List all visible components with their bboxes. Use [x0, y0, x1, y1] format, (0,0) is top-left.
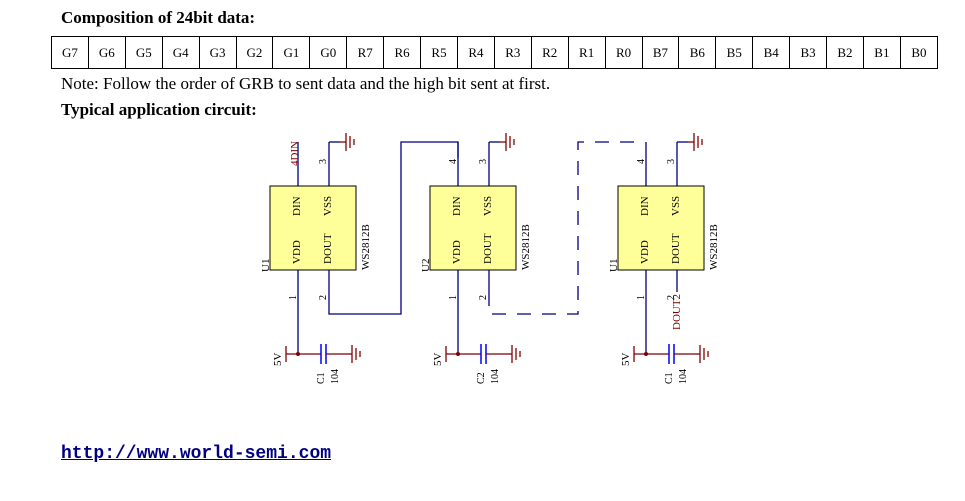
- junction-dot: [644, 352, 648, 356]
- chain-connection: [328, 141, 638, 315]
- chip-reference: U1: [608, 259, 620, 272]
- bit-cell: R4: [456, 36, 495, 69]
- vss-pin-name: VSS: [482, 196, 494, 216]
- vss-pin-name: VSS: [670, 196, 682, 216]
- bit-cell: R7: [346, 36, 385, 69]
- bit-cell: B6: [678, 36, 717, 69]
- junction-dot: [296, 352, 300, 356]
- chip-part-number: WS2812B: [520, 224, 532, 270]
- circuit-heading: Typical application circuit:: [61, 100, 257, 119]
- bit-cell: G6: [87, 36, 126, 69]
- bit-cell: R1: [567, 36, 606, 69]
- bit-cell: B7: [641, 36, 680, 69]
- pin-1-label: 1: [448, 295, 459, 300]
- bit-cell: B2: [826, 36, 864, 69]
- pin-4-label: 4: [636, 159, 647, 164]
- chip-part-number: WS2812B: [708, 224, 720, 270]
- dout2-net-label: DOUT2: [671, 294, 683, 330]
- capacitor-reference: C1: [316, 372, 327, 384]
- dout-pin-name: DOUT: [482, 233, 494, 264]
- capacitor-reference: C1: [664, 372, 675, 384]
- pin-2-label: 2: [666, 295, 677, 300]
- chip-body: [269, 185, 357, 271]
- dout-pin-name: DOUT: [670, 233, 682, 264]
- bit-cell: G4: [161, 36, 200, 69]
- bit-cell: R5: [420, 36, 458, 69]
- vdd-pin-name: VDD: [451, 240, 463, 264]
- website-link[interactable]: http://www.world-semi.com: [61, 444, 332, 464]
- bit-cell: R6: [383, 36, 422, 69]
- junction-dot: [456, 352, 460, 356]
- bit-cell: B1: [862, 36, 901, 69]
- pin-3-label: 3: [318, 159, 329, 164]
- pin-1-label: 1: [288, 295, 299, 300]
- dout-pin-name: DOUT: [322, 233, 334, 264]
- bit-cell: R0: [604, 36, 643, 69]
- bit-cell: G2: [235, 36, 274, 69]
- vdd-pin-name: VDD: [291, 240, 303, 264]
- capacitor-value: 104: [330, 369, 341, 384]
- power-label: 5V: [432, 353, 444, 367]
- bit-cell: G0: [309, 36, 348, 69]
- din-pin-name: DIN: [291, 196, 303, 216]
- pin-4-din-label: 4DIN: [289, 141, 301, 166]
- pin-3-label: 3: [666, 159, 677, 164]
- bit-cell: B0: [899, 36, 939, 69]
- vdd-pin-name: VDD: [639, 240, 651, 264]
- chip-part-number: WS2812B: [360, 224, 372, 270]
- pin-2-label: 2: [478, 295, 489, 300]
- power-label: 5V: [272, 353, 284, 367]
- bit-cell: G3: [198, 36, 237, 69]
- capacitor-reference: C2: [476, 372, 487, 384]
- bit-cell: B4: [752, 36, 791, 69]
- capacitor-value: 104: [490, 369, 501, 384]
- bit-cell: G1: [272, 36, 311, 69]
- chip-reference: U2: [420, 259, 432, 272]
- composition-heading: Composition of 24bit data:: [61, 8, 256, 27]
- bit-cell: G7: [51, 36, 89, 69]
- din-pin-name: DIN: [639, 196, 651, 216]
- bit-cell: B3: [789, 36, 828, 69]
- pin-4-label: 4: [448, 159, 459, 164]
- pin-2-label: 2: [318, 295, 329, 300]
- power-label: 5V: [620, 353, 632, 367]
- capacitor-value: 104: [678, 369, 689, 384]
- bit-cell: G5: [124, 36, 163, 69]
- din-pin-name: DIN: [451, 196, 463, 216]
- bit-cell: B5: [715, 36, 754, 69]
- vss-pin-name: VSS: [322, 196, 334, 216]
- pin-1-label: 1: [636, 295, 647, 300]
- chip-reference: U1: [260, 259, 272, 272]
- chip-body: [429, 185, 517, 271]
- pin-3-label: 3: [478, 159, 489, 164]
- chip-body: [617, 185, 705, 271]
- bit-cell: R3: [493, 36, 532, 69]
- bit-cell: R2: [530, 36, 569, 69]
- note-text: Note: Follow the order of GRB to sent da…: [61, 74, 551, 93]
